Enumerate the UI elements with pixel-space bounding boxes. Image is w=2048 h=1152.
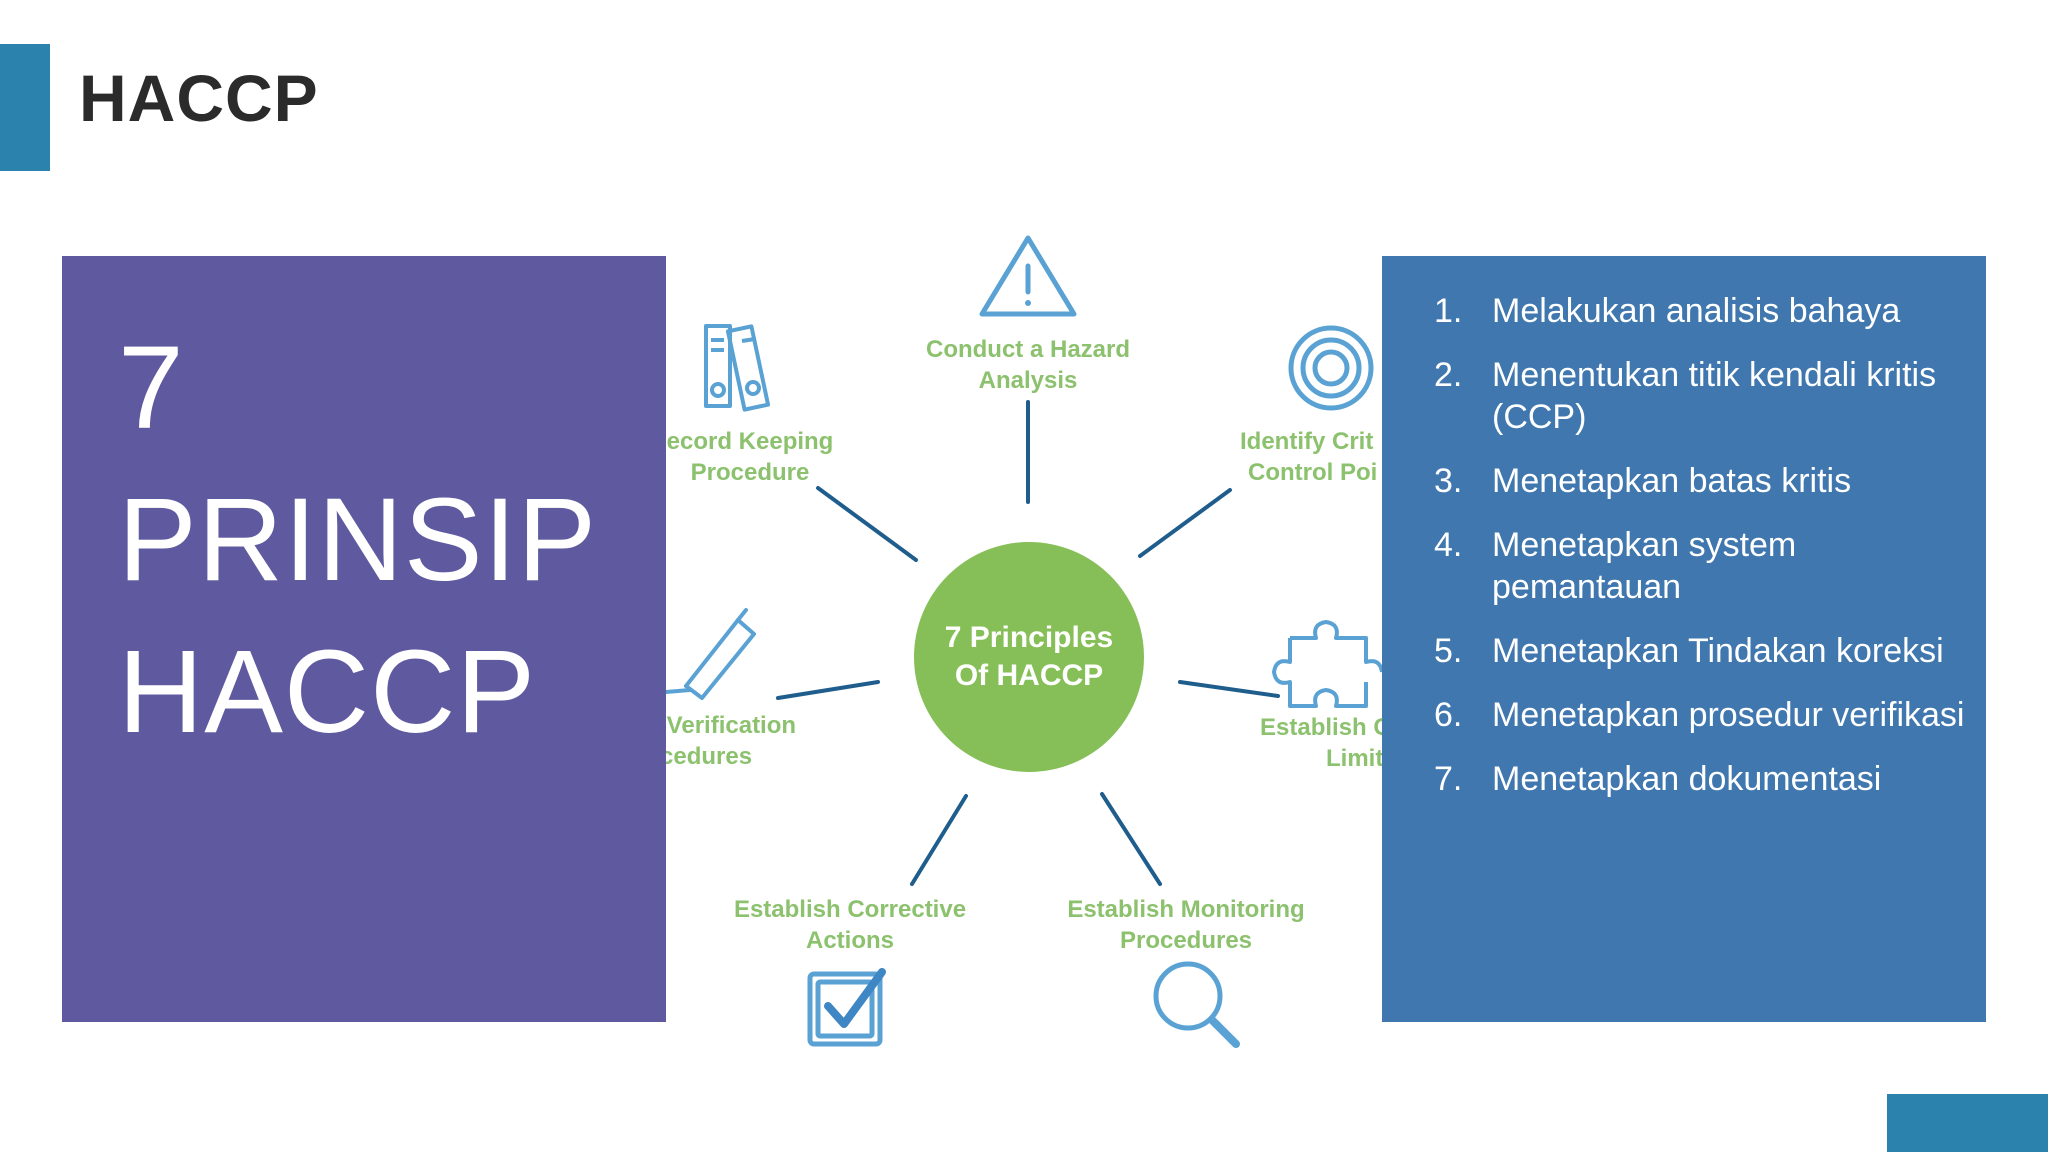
title-panel-line-number: 7 [118,322,185,454]
label-corrective-line1: Establish Corrective [733,896,967,923]
accent-bar-left [0,44,50,171]
diagram-graphics [666,235,1382,1048]
principles-panel: 1. Melakukan analisis bahaya 2. Menentukan… [1382,256,1986,1022]
spoke-verification [776,680,880,700]
pen-icon [666,608,756,700]
spoke-corrective [910,794,968,886]
title-panel-line-haccp: HACCP [118,626,537,758]
spoke-record [816,486,918,562]
spoke-ccp [1138,488,1232,558]
principle-number: 6. [1434,696,1463,734]
label-verification: Verification cedures [666,710,796,772]
label-monitoring-line1: Establish Monitoring [1067,896,1305,923]
label-limits-line2: Limit [1326,745,1382,772]
label-ccp-line1: Identify Crit [1240,428,1374,455]
principle-text: Menentukan titik kendali kritis (CCP) [1492,356,1937,436]
principle-number: 3. [1434,462,1463,500]
target-icon [1288,325,1374,411]
principles-list: 1. Melakukan analisis bahaya 2. Menentukan… [1434,290,1974,822]
principle-number: 7. [1434,760,1463,798]
spoke-limits [1178,680,1280,698]
warning-icon [979,235,1077,317]
label-hazard-analysis: Conduct a Hazard Analysis [921,334,1135,396]
title-panel: 7 PRINSIP HACCP [62,256,666,1022]
slide-title: HACCP [79,61,319,135]
title-panel-text: 7 PRINSIP HACCP [118,312,597,768]
principle-text: Menetapkan prosedur verifikasi [1492,696,1965,734]
label-limits-line1: Establish C [1260,714,1382,741]
center-text: 7 Principles Of HACCP [914,542,1144,772]
principle-text: Melakukan analisis bahaya [1492,292,1901,330]
label-ccp-line2: Control Poi [1248,459,1378,486]
principle-item: 1. Melakukan analisis bahaya [1434,290,1974,332]
principle-number: 5. [1434,632,1463,670]
label-hazard-line1: Conduct a Hazard [925,336,1131,363]
principle-text: Menetapkan dokumentasi [1492,760,1882,798]
diagram-spokes [776,400,1280,886]
binder-icon [704,324,771,412]
title-panel-line-prinsip: PRINSIP [118,474,598,606]
principle-number: 4. [1434,526,1463,564]
principle-number: 1. [1434,292,1463,330]
label-verification-line2: cedures [666,743,753,770]
principle-item: 4. Menetapkan system pemantauan [1434,524,1974,608]
spoke-monitoring [1100,792,1162,886]
principle-item: 2. Menentukan titik kendali kritis (CCP) [1434,354,1974,438]
principle-item: 6. Menetapkan prosedur verifikasi [1434,694,1974,736]
accent-bar-bottom [1887,1094,2048,1152]
principle-text: Menetapkan Tindakan koreksi [1492,632,1944,670]
center-text-line1: 7 Principles [944,621,1114,654]
principle-number: 2. [1434,356,1463,394]
principle-item: 5. Menetapkan Tindakan koreksi [1434,630,1974,672]
label-record-line1: ecord Keeping [666,428,834,455]
label-corrective-actions: Establish Corrective Actions [732,894,968,956]
center-circle: 7 Principles Of HACCP [914,542,1144,772]
label-identify-ccp: Identify Crit Control Poi [1240,426,1377,488]
checkbox-icon [807,968,886,1047]
label-critical-limits: Establish C Limit [1260,712,1382,774]
label-record-keeping: ecord Keeping Procedure [666,426,840,488]
label-corrective-line2: Actions [805,927,894,954]
principle-text: Menetapkan batas kritis [1492,462,1852,500]
principle-text: Menetapkan system pemantauan [1492,526,1797,606]
label-record-line2: Procedure [690,459,810,486]
label-hazard-line2: Analysis [978,367,1078,394]
label-monitoring: Establish Monitoring Procedures [1064,894,1308,956]
puzzle-icon [1272,620,1382,708]
haccp-principles-diagram: Conduct a Hazard Analysis Identify Crit … [666,200,1382,1080]
principle-item: 3. Menetapkan batas kritis [1434,460,1974,502]
label-verification-line1: Verification [666,712,797,739]
center-text-line2: Of HACCP [954,659,1104,692]
principle-item: 7. Menetapkan dokumentasi [1434,758,1974,800]
magnifier-icon [1153,961,1240,1048]
label-monitoring-line2: Procedures [1119,927,1253,954]
